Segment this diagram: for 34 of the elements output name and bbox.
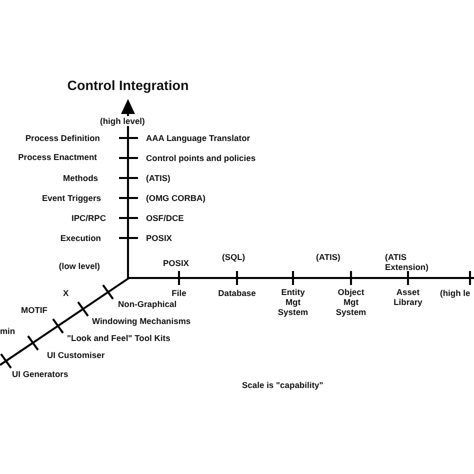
axis-tick-label: POSIX [163, 258, 189, 268]
axis-tick-label: OSF/DCE [146, 213, 184, 223]
axis-end-label: (high le [440, 288, 470, 298]
axis-tick-label: UI Customiser [47, 350, 105, 360]
axis-tick-label: Database [217, 288, 257, 298]
axis-tick-label: POSIX [146, 233, 172, 243]
axis-tick-label: Execution [60, 233, 101, 243]
axis-tick-label: (OMG CORBA) [146, 193, 206, 203]
axis-tick-label: (ATIS) [316, 252, 340, 262]
axis-tick-label: (ATIS) [146, 173, 170, 183]
axis-tick-label: Methods [63, 173, 98, 183]
axis-tick-label: "Look and Feel" Tool Kits [67, 333, 170, 343]
axis-tick-label: Non-Graphical [118, 299, 177, 309]
axis-tick-label: MOTIF [21, 305, 48, 315]
axis-tick-label: Object Mgt System [334, 287, 368, 317]
axis-end-label: (low level) [58, 261, 100, 271]
axis-end-label: (high level) [100, 116, 145, 126]
axis-tick-label: IPC/RPC [72, 213, 106, 223]
axis-tick-label: AAA Language Translator [146, 133, 250, 143]
axis-tick-label: X [63, 288, 69, 298]
chart-title: Control Integration [66, 78, 190, 93]
axis-tick-label: Control points and policies [146, 153, 256, 163]
axis-tick-label: Process Enactment [18, 152, 97, 162]
axis-tick-label: File [170, 288, 188, 298]
axis-tick-label: Asset Library [392, 287, 424, 307]
axis-tick-label: Process Definition [25, 133, 100, 143]
axis-tick-label: (SQL) [222, 252, 246, 262]
axis-tick-label: UI Generators [12, 369, 68, 379]
axis-tick-label: (ATIS Extension) [385, 252, 430, 272]
axis-tick-label: Event Triggers [42, 193, 101, 203]
axis-tick-label: Windowing Mechanisms [92, 316, 191, 326]
scale-note: Scale is "capability" [242, 380, 324, 390]
axis-tick-label: min [0, 326, 16, 336]
axis-tick-label: Entity Mgt System [276, 287, 310, 317]
